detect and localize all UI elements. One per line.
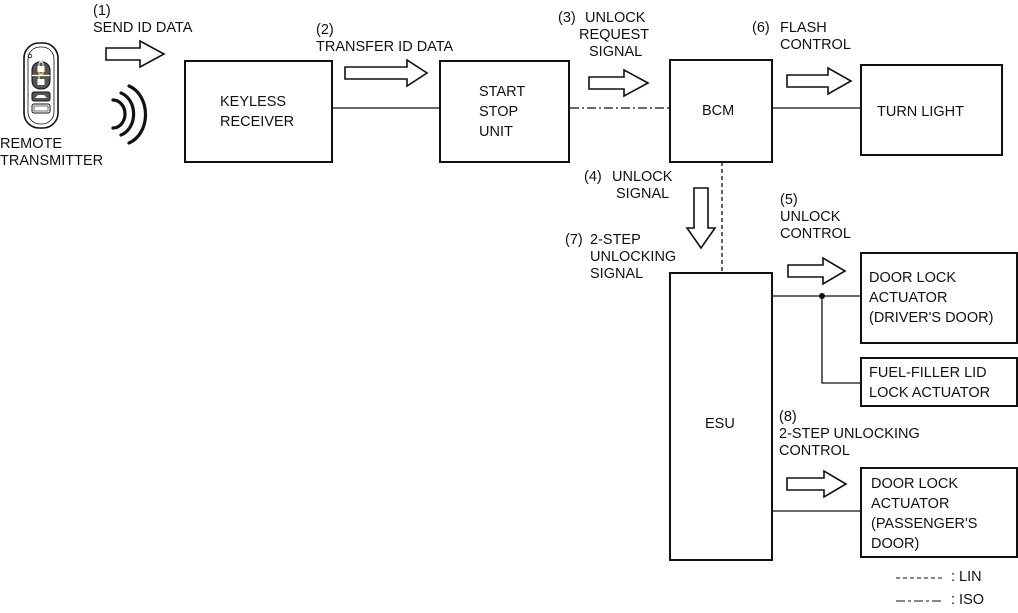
radio-waves-icon: [111, 84, 148, 145]
arrow-send-id: [105, 39, 166, 69]
arrow-transfer-id: [344, 58, 429, 88]
step-2-label: (2) TRANSFER ID DATA: [316, 22, 454, 55]
fuel-filler-lid-box: FUEL-FILLER LID LOCK ACTUATOR: [860, 357, 1018, 407]
arrow-flash-control: [786, 66, 853, 96]
arrow-unlock-request: [588, 68, 650, 98]
arrow-2step-control: [786, 469, 848, 499]
arrow-unlock-control: [787, 256, 847, 286]
keyless-receiver-box: KEYLESS RECEIVER: [184, 60, 333, 163]
step-7-text: 2-STEP UNLOCKING SIGNAL: [590, 232, 677, 282]
step-3-text-2: REQUEST: [579, 27, 650, 43]
arrow-unlock-signal: [685, 187, 717, 250]
start-stop-unit-box: START STOP UNIT: [439, 60, 570, 163]
turn-light-label: TURN LIGHT: [877, 104, 964, 120]
line-to-fuel-lid: [821, 296, 860, 384]
step-3-label: (3): [558, 10, 576, 26]
door-lock-driver-label: DOOR LOCK ACTUATOR (DRIVER'S DOOR): [869, 270, 994, 326]
fuel-filler-lid-label: FUEL-FILLER LID LOCK ACTUATOR: [869, 365, 991, 401]
esu-box: ESU: [669, 272, 773, 561]
door-lock-driver-box: DOOR LOCK ACTUATOR (DRIVER'S DOOR): [860, 252, 1018, 344]
step-4-label: (4): [584, 169, 602, 185]
step-6-text: FLASH CONTROL: [780, 20, 851, 53]
door-lock-passenger-box: DOOR LOCK ACTUATOR (PASSENGER'S DOOR): [860, 467, 1018, 558]
step-3-text-3: SIGNAL: [589, 44, 643, 60]
step-6-label: (6): [752, 20, 770, 36]
door-lock-passenger-label: DOOR LOCK ACTUATOR (PASSENGER'S DOOR): [871, 476, 978, 552]
keyless-receiver-label: KEYLESS RECEIVER: [220, 94, 295, 130]
esu-label: ESU: [705, 416, 735, 432]
legend-lin-label: : LIN: [951, 569, 982, 585]
step-3-text: UNLOCK: [585, 10, 646, 26]
step-1-label: (1) SEND ID DATA: [93, 3, 193, 36]
step-8-label: (8) 2-STEP UNLOCKING CONTROL: [779, 409, 920, 459]
step-5-label: (5) UNLOCK CONTROL: [780, 192, 851, 242]
bcm-box: BCM: [669, 59, 773, 163]
legend-iso-label: : ISO: [951, 592, 985, 608]
remote-transmitter-icon: 🔒: [23, 42, 59, 129]
remote-transmitter-label: REMOTE TRANSMITTER: [0, 136, 104, 169]
step-7-label: (7): [565, 232, 583, 248]
turn-light-box: TURN LIGHT: [860, 64, 1003, 156]
start-stop-unit-label: START STOP UNIT: [479, 84, 526, 140]
bcm-label: BCM: [702, 103, 735, 119]
step-4-text: UNLOCK SIGNAL: [612, 169, 673, 202]
